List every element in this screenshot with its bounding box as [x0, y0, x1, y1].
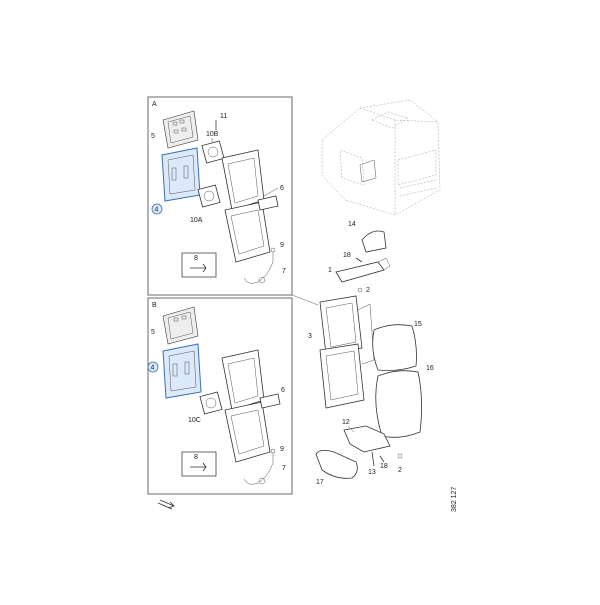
leader-line: [291, 294, 319, 306]
mirror-arm-1: [335, 261, 385, 283]
label-7-a: 7: [282, 268, 286, 275]
glass-cover-16: [375, 370, 422, 438]
panel-a-frame: [147, 96, 293, 296]
heater-contact: [184, 361, 190, 375]
label-10a: 10A: [190, 217, 203, 224]
cable-7-a: [243, 261, 274, 284]
connector-8-a: [190, 263, 207, 273]
badge-4-a: [151, 203, 163, 215]
cable-7-b: [243, 462, 274, 485]
screw-2-lower: [397, 453, 403, 459]
glass-cover-15: [372, 324, 417, 371]
label-9-a: 9: [280, 242, 284, 249]
label-1: 1: [328, 267, 332, 274]
truck-cab: [321, 99, 441, 216]
connector-8-b: [190, 462, 207, 472]
plug-7-a: [258, 276, 266, 284]
direction-arrow-icon: [157, 499, 175, 510]
heater-contact: [172, 363, 178, 377]
mirror-glass-a: [162, 110, 199, 149]
leader-line: [263, 187, 279, 197]
label-16: 16: [426, 365, 434, 372]
mirror-housing-b: [221, 349, 281, 463]
label-8-b: 8: [194, 454, 198, 461]
label-3: 3: [308, 333, 312, 340]
badge-4-b: [147, 361, 159, 373]
panel-b-frame: [147, 297, 293, 495]
label-18-lower: 18: [380, 463, 388, 470]
label-2-upper: 2: [366, 287, 370, 294]
screw-18-upper: [355, 257, 363, 263]
plug-7-b: [258, 477, 266, 485]
heater-contact: [183, 165, 189, 179]
mirror-glass-b: [162, 306, 199, 345]
section-label-b: B: [152, 302, 157, 309]
label-4-b: 4: [151, 365, 155, 372]
screw-2-upper: [357, 287, 363, 293]
inset-box-8-b: [181, 451, 217, 477]
motor-10a: [197, 184, 221, 208]
label-4-a: 4: [155, 207, 159, 214]
label-10b: 10B: [206, 131, 219, 138]
label-18-upper: 18: [343, 252, 351, 259]
label-6-b: 6: [281, 387, 285, 394]
leader-line: [347, 425, 355, 433]
label-5-b: 5: [151, 329, 155, 336]
label-15: 15: [414, 321, 422, 328]
nut-9-b: [270, 448, 276, 454]
heater-plate-a-inner: [167, 154, 196, 195]
inset-box-8-a: [181, 252, 217, 278]
label-8-a: 8: [194, 255, 198, 262]
mirror-head-3: [319, 295, 375, 409]
screw-13: [371, 451, 375, 467]
label-17: 17: [316, 479, 324, 486]
heater-plate-b: [162, 343, 202, 399]
label-14: 14: [348, 221, 356, 228]
motor-10c: [199, 391, 223, 415]
label-12: 12: [342, 419, 350, 426]
mirror-cover-14: [361, 230, 387, 253]
reference-code: 382 127: [451, 487, 458, 512]
mount-bracket-12: [343, 425, 391, 453]
label-9-b: 9: [280, 446, 284, 453]
label-6-a: 6: [280, 185, 284, 192]
arm-joint: [377, 257, 391, 271]
label-13: 13: [368, 469, 376, 476]
heater-contact: [171, 167, 177, 181]
screw-18-lower: [379, 455, 385, 463]
label-10c: 10C: [188, 417, 201, 424]
label-7-b: 7: [282, 465, 286, 472]
label-2-lower: 2: [398, 467, 402, 474]
mirror-housing-a: [221, 149, 279, 263]
motor-10b: [201, 140, 225, 164]
nut-9-a: [270, 247, 276, 253]
lower-cover-17: [315, 450, 358, 479]
label-5-a: 5: [151, 133, 155, 140]
label-11: 11: [220, 113, 227, 120]
heater-plate-b-inner: [168, 350, 197, 392]
section-label-a: A: [152, 101, 157, 108]
